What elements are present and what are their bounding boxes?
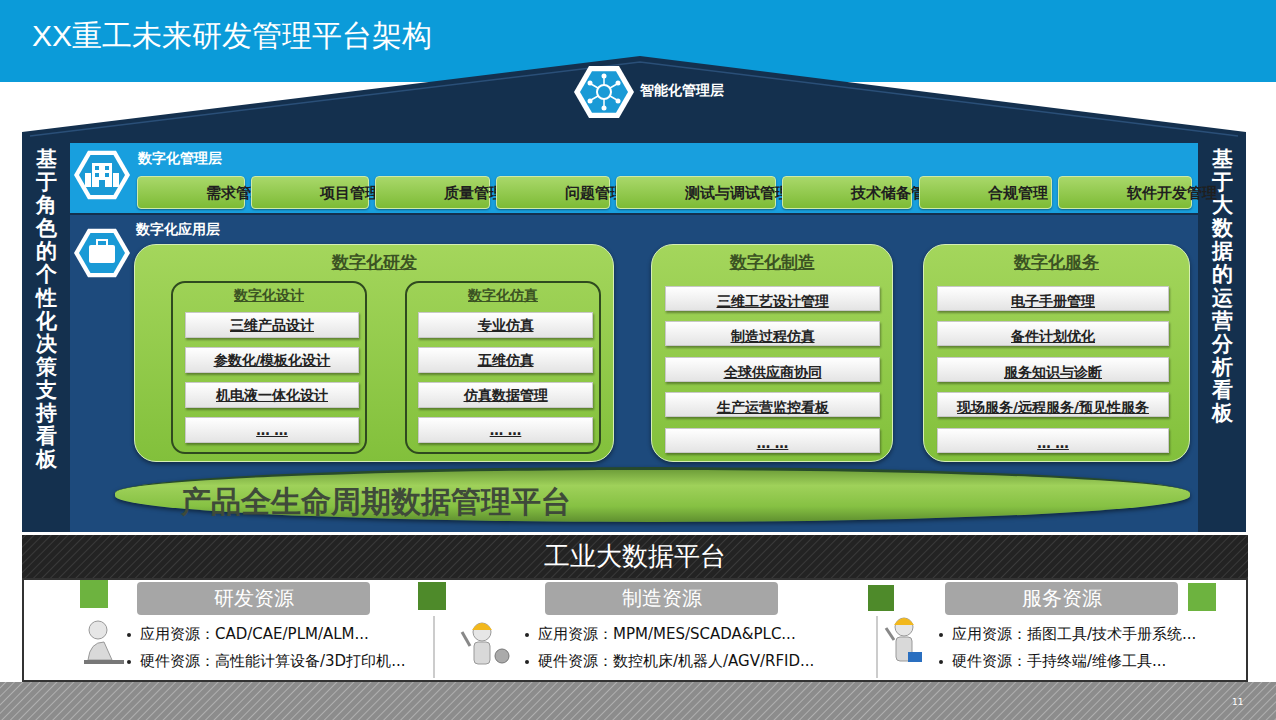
service-figure (886, 618, 922, 662)
node-label: 制造资源 (545, 582, 778, 615)
function-box: 电子手册管理 (937, 286, 1169, 311)
domain-box: 数字化研发数字化设计三维产品设计参数化/模板化设计机电液一体化设计… …数字化仿… (134, 244, 614, 462)
module-box: 合规管理 (919, 176, 1052, 209)
module-box: 测试与调试管理 (616, 176, 776, 209)
bullet-text: 硬件资源：数控机床/机器人/AGV/RFID... (524, 652, 814, 671)
function-box: 生产运营监控看板 (665, 392, 880, 417)
bullet-text: 硬件资源：手持终端/维修工具... (938, 652, 1166, 671)
side-panel: 基于角色的个性化决策支持看板 (22, 140, 70, 532)
domain-box: 数字化制造三维工艺设计管理制造过程仿真全球供应商协同生产运营监控看板 … … (651, 244, 893, 462)
layer-band: 数字化管理层需求管理项目管理质量管理问题管理测试与调试管理技术储备管理合规管理软… (70, 143, 1198, 213)
title: XX重工未来研发管理平台架构 (32, 16, 432, 57)
node-label: 机电液一体化设计 (186, 387, 358, 405)
function-box: … … (665, 428, 880, 453)
management-layer-ground (70, 143, 1198, 213)
function-box: … … (418, 417, 593, 443)
node-label: 基于角色的个性化决策支持看板 (36, 148, 57, 471)
function-box: … … (937, 428, 1169, 453)
function-box: 专业仿真 (418, 312, 593, 338)
node-label: 现场服务/远程服务/预见性服务 (938, 399, 1168, 417)
node-label: 项目管理 (320, 184, 380, 203)
domain-box: 数字化服务电子手册管理备件计划优化服务知识与诊断现场服务/远程服务/预见性服务 …… (923, 244, 1190, 462)
footer-strip (0, 682, 1276, 720)
node-label: 数字化仿真 (407, 287, 599, 305)
node-label: 数字化设计 (173, 287, 365, 305)
node-label: 参数化/模板化设计 (186, 352, 358, 370)
resource-column: 制造资源应用资源：MPM/MES/SCADA&PLC... 硬件资源：数控机床/机… (440, 580, 870, 680)
node-label: 制造过程仿真 (666, 328, 879, 346)
node-label: 三维工艺设计管理 (666, 293, 879, 311)
node-label: … … (666, 435, 879, 451)
node-label: 数字化制造 (652, 251, 892, 274)
function-box: 仿真数据管理 (418, 382, 593, 408)
platform-band: 产品全生命周期数据管理平台 (115, 467, 1190, 522)
column-dividers (434, 616, 877, 678)
group-box: 数字化仿真专业仿真五维仿真仿真数据管理 … … (405, 281, 601, 454)
function-box: 现场服务/远程服务/预见性服务 (937, 392, 1169, 417)
module-box: 质量管理 (375, 176, 490, 209)
node-label: … … (419, 422, 592, 438)
node-label: 数字化应用层 (136, 221, 220, 239)
function-box: 三维产品设计 (185, 312, 359, 338)
node-label: 生产运营监控看板 (666, 399, 879, 417)
resource-column: 研发资源应用资源：CAD/CAE/PLM/ALM... 硬件资源：高性能计算设备/… (80, 580, 430, 680)
module-box: 需求管理 (137, 176, 245, 209)
node-label: 数字化服务 (924, 251, 1189, 274)
node-label: 五维仿真 (419, 352, 592, 370)
node-label: 电子手册管理 (938, 293, 1168, 311)
function-box: … … (185, 417, 359, 443)
node-label: 备件计划优化 (938, 328, 1168, 346)
node-label: 三维产品设计 (186, 317, 358, 335)
application-icon (74, 229, 130, 277)
node-label: 产品全生命周期数据管理平台 (181, 476, 571, 523)
node-label: 服务知识与诊断 (938, 364, 1168, 382)
worker-figure (462, 623, 509, 664)
big-data-band (22, 535, 1248, 580)
function-box: 三维工艺设计管理 (665, 286, 880, 311)
roof-icon (574, 66, 634, 118)
node-label: 服务资源 (945, 582, 1178, 615)
node-label: 专业仿真 (419, 317, 592, 335)
node-label: 数字化研发 (135, 251, 613, 274)
node-label: 数字化管理层 (138, 150, 222, 168)
node-label: 研发资源 (137, 582, 370, 615)
function-box: 机电液一体化设计 (185, 382, 359, 408)
resource-panel (23, 579, 1247, 681)
node-label: 智能化管理层 (640, 82, 760, 100)
bullet-text: 应用资源：插图工具/技术手册系统... (938, 625, 1196, 644)
group-box: 数字化设计三维产品设计参数化/模板化设计机电液一体化设计 … … (171, 281, 367, 454)
resource-column: 服务资源应用资源：插图工具/技术手册系统... 硬件资源：手持终端/维修工具... (880, 580, 1246, 680)
designer-figure (0, 621, 124, 664)
bullet-text: 应用资源：CAD/CAE/PLM/ALM... (126, 625, 369, 644)
node-label: 全球供应商协同 (666, 364, 879, 382)
function-box: 全球供应商协同 (665, 357, 880, 382)
node-label: … … (938, 435, 1168, 451)
layer-label: 智能化管理层 (640, 82, 760, 104)
platform-band: 工业大数据平台 (22, 535, 1248, 578)
function-box: 五维仿真 (418, 347, 593, 373)
node-label: 工业大数据平台 (544, 539, 726, 574)
management-icon (74, 151, 130, 199)
node-label: 仿真数据管理 (419, 387, 592, 405)
page-number: 11 (1232, 697, 1243, 707)
node-label: 软件开发管理 (1127, 184, 1217, 203)
bullet-text: 应用资源：MPM/MES/SCADA&PLC... (524, 625, 796, 644)
node-label: 质量管理 (444, 184, 504, 203)
application-layer-ground (70, 215, 1198, 532)
layer-band: 数字化应用层数字化研发数字化设计三维产品设计参数化/模板化设计机电液一体化设计 …… (70, 215, 1198, 532)
function-box: 备件计划优化 (937, 321, 1169, 346)
module-box: 技术储备管理 (782, 176, 912, 209)
roof-frame (22, 56, 1246, 532)
bullet-text: 硬件资源：高性能计算设备/3D打印机... (126, 652, 405, 671)
function-box: 参数化/模板化设计 (185, 347, 359, 373)
function-box: 服务知识与诊断 (937, 357, 1169, 382)
node-label: … … (186, 422, 358, 438)
roof-line (30, 62, 1238, 136)
function-box: 制造过程仿真 (665, 321, 880, 346)
node-label: 合规管理 (988, 184, 1048, 203)
node-label: 测试与调试管理 (685, 184, 790, 203)
module-box: 问题管理 (496, 176, 610, 209)
module-box: 软件开发管理 (1058, 176, 1192, 209)
module-box: 项目管理 (251, 176, 369, 209)
